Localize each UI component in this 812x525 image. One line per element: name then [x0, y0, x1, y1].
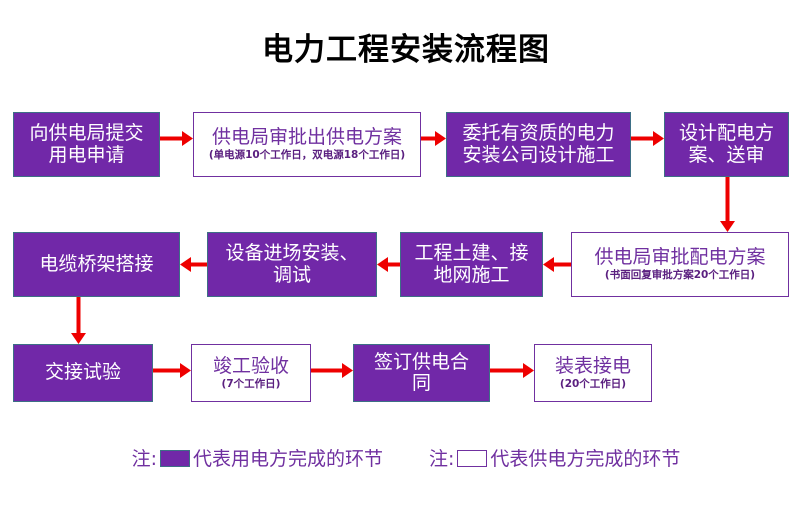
flow-node-label: 装表接电: [554, 354, 631, 377]
flow-node-sublabel: (单电源10个工作日，双电源18个工作日): [208, 149, 406, 162]
arrow-civil-to-equipment: [377, 256, 400, 272]
flow-node-completion-acceptance[interactable]: 竣工验收(7个工作日): [191, 344, 311, 402]
arrow-cable-tray-to-handover: [70, 297, 86, 344]
arrow-equipment-to-cable-tray: [180, 256, 207, 272]
flow-node-design-submit[interactable]: 设计配电方 案、送审: [664, 112, 789, 177]
legend-swatch-outlined: [457, 450, 488, 467]
legend-text: 代表用电方完成的环节: [192, 448, 383, 470]
legend: 注: 代表用电方完成的环节 注: 代表供电方完成的环节: [0, 444, 812, 471]
arrow-entrust-to-design: [631, 130, 664, 146]
legend-swatch-filled: [159, 450, 190, 467]
arrow-apply-to-approve-plan: [160, 130, 193, 146]
flow-node-label: 电缆桥架搭接: [39, 252, 154, 275]
flow-node-civil-grounding[interactable]: 工程土建、接 地网施工: [400, 232, 543, 297]
flow-node-label: 工程土建、接 地网施工: [414, 242, 529, 286]
arrow-approve-distribution-to-civil: [543, 256, 571, 272]
flow-node-label: 向供电局提交 用电申请: [29, 122, 144, 166]
flow-node-approve-distribution[interactable]: 供电局审批配电方案(书面回复审批方案20个工作日): [571, 232, 789, 297]
flow-node-entrust-company[interactable]: 委托有资质的电力 安装公司设计施工: [446, 112, 631, 177]
flow-node-approve-plan[interactable]: 供电局审批出供电方案(单电源10个工作日，双电源18个工作日): [193, 112, 421, 177]
flow-node-equipment-install[interactable]: 设备进场安装、 调试: [207, 232, 377, 297]
flow-node-label: 供电局审批出供电方案: [211, 126, 402, 149]
flow-node-sublabel: (7个工作日): [221, 377, 281, 390]
flow-node-sublabel: (书面回复审批方案20个工作日): [604, 269, 756, 282]
flow-node-label: 交接试验: [44, 361, 121, 384]
flow-node-meter-connect[interactable]: 装表接电(20个工作日): [534, 344, 652, 402]
flow-node-label: 委托有资质的电力 安装公司设计施工: [462, 122, 615, 166]
flow-node-label: 供电局审批配电方案: [594, 246, 766, 269]
flow-node-label: 竣工验收: [212, 354, 289, 377]
flow-node-cable-tray[interactable]: 电缆桥架搭接: [13, 232, 180, 297]
arrow-design-to-approve-distribution: [719, 177, 735, 232]
arrow-handover-to-acceptance: [153, 362, 191, 378]
legend-prefix: 注:: [131, 448, 157, 470]
legend-item-utility-side: 注: 代表供电方完成的环节: [429, 444, 680, 471]
flow-node-handover-test[interactable]: 交接试验: [13, 344, 153, 402]
legend-text: 代表供电方完成的环节: [490, 448, 681, 470]
legend-prefix: 注:: [429, 448, 455, 470]
flow-node-sign-contract[interactable]: 签订供电合 同: [353, 344, 490, 402]
flow-node-label: 设备进场安装、 调试: [225, 242, 359, 286]
flow-node-label: 设计配电方 案、送审: [678, 122, 774, 166]
flow-node-label: 签订供电合 同: [373, 350, 469, 394]
arrow-contract-to-meter: [490, 362, 534, 378]
flow-node-apply[interactable]: 向供电局提交 用电申请: [13, 112, 160, 177]
legend-item-customer-side: 注: 代表用电方完成的环节: [132, 444, 383, 471]
page-title: 电力工程安装流程图: [262, 32, 550, 68]
arrow-approve-plan-to-entrust: [421, 130, 446, 146]
flow-node-sublabel: (20个工作日): [559, 377, 627, 390]
arrow-acceptance-to-contract: [311, 362, 353, 378]
